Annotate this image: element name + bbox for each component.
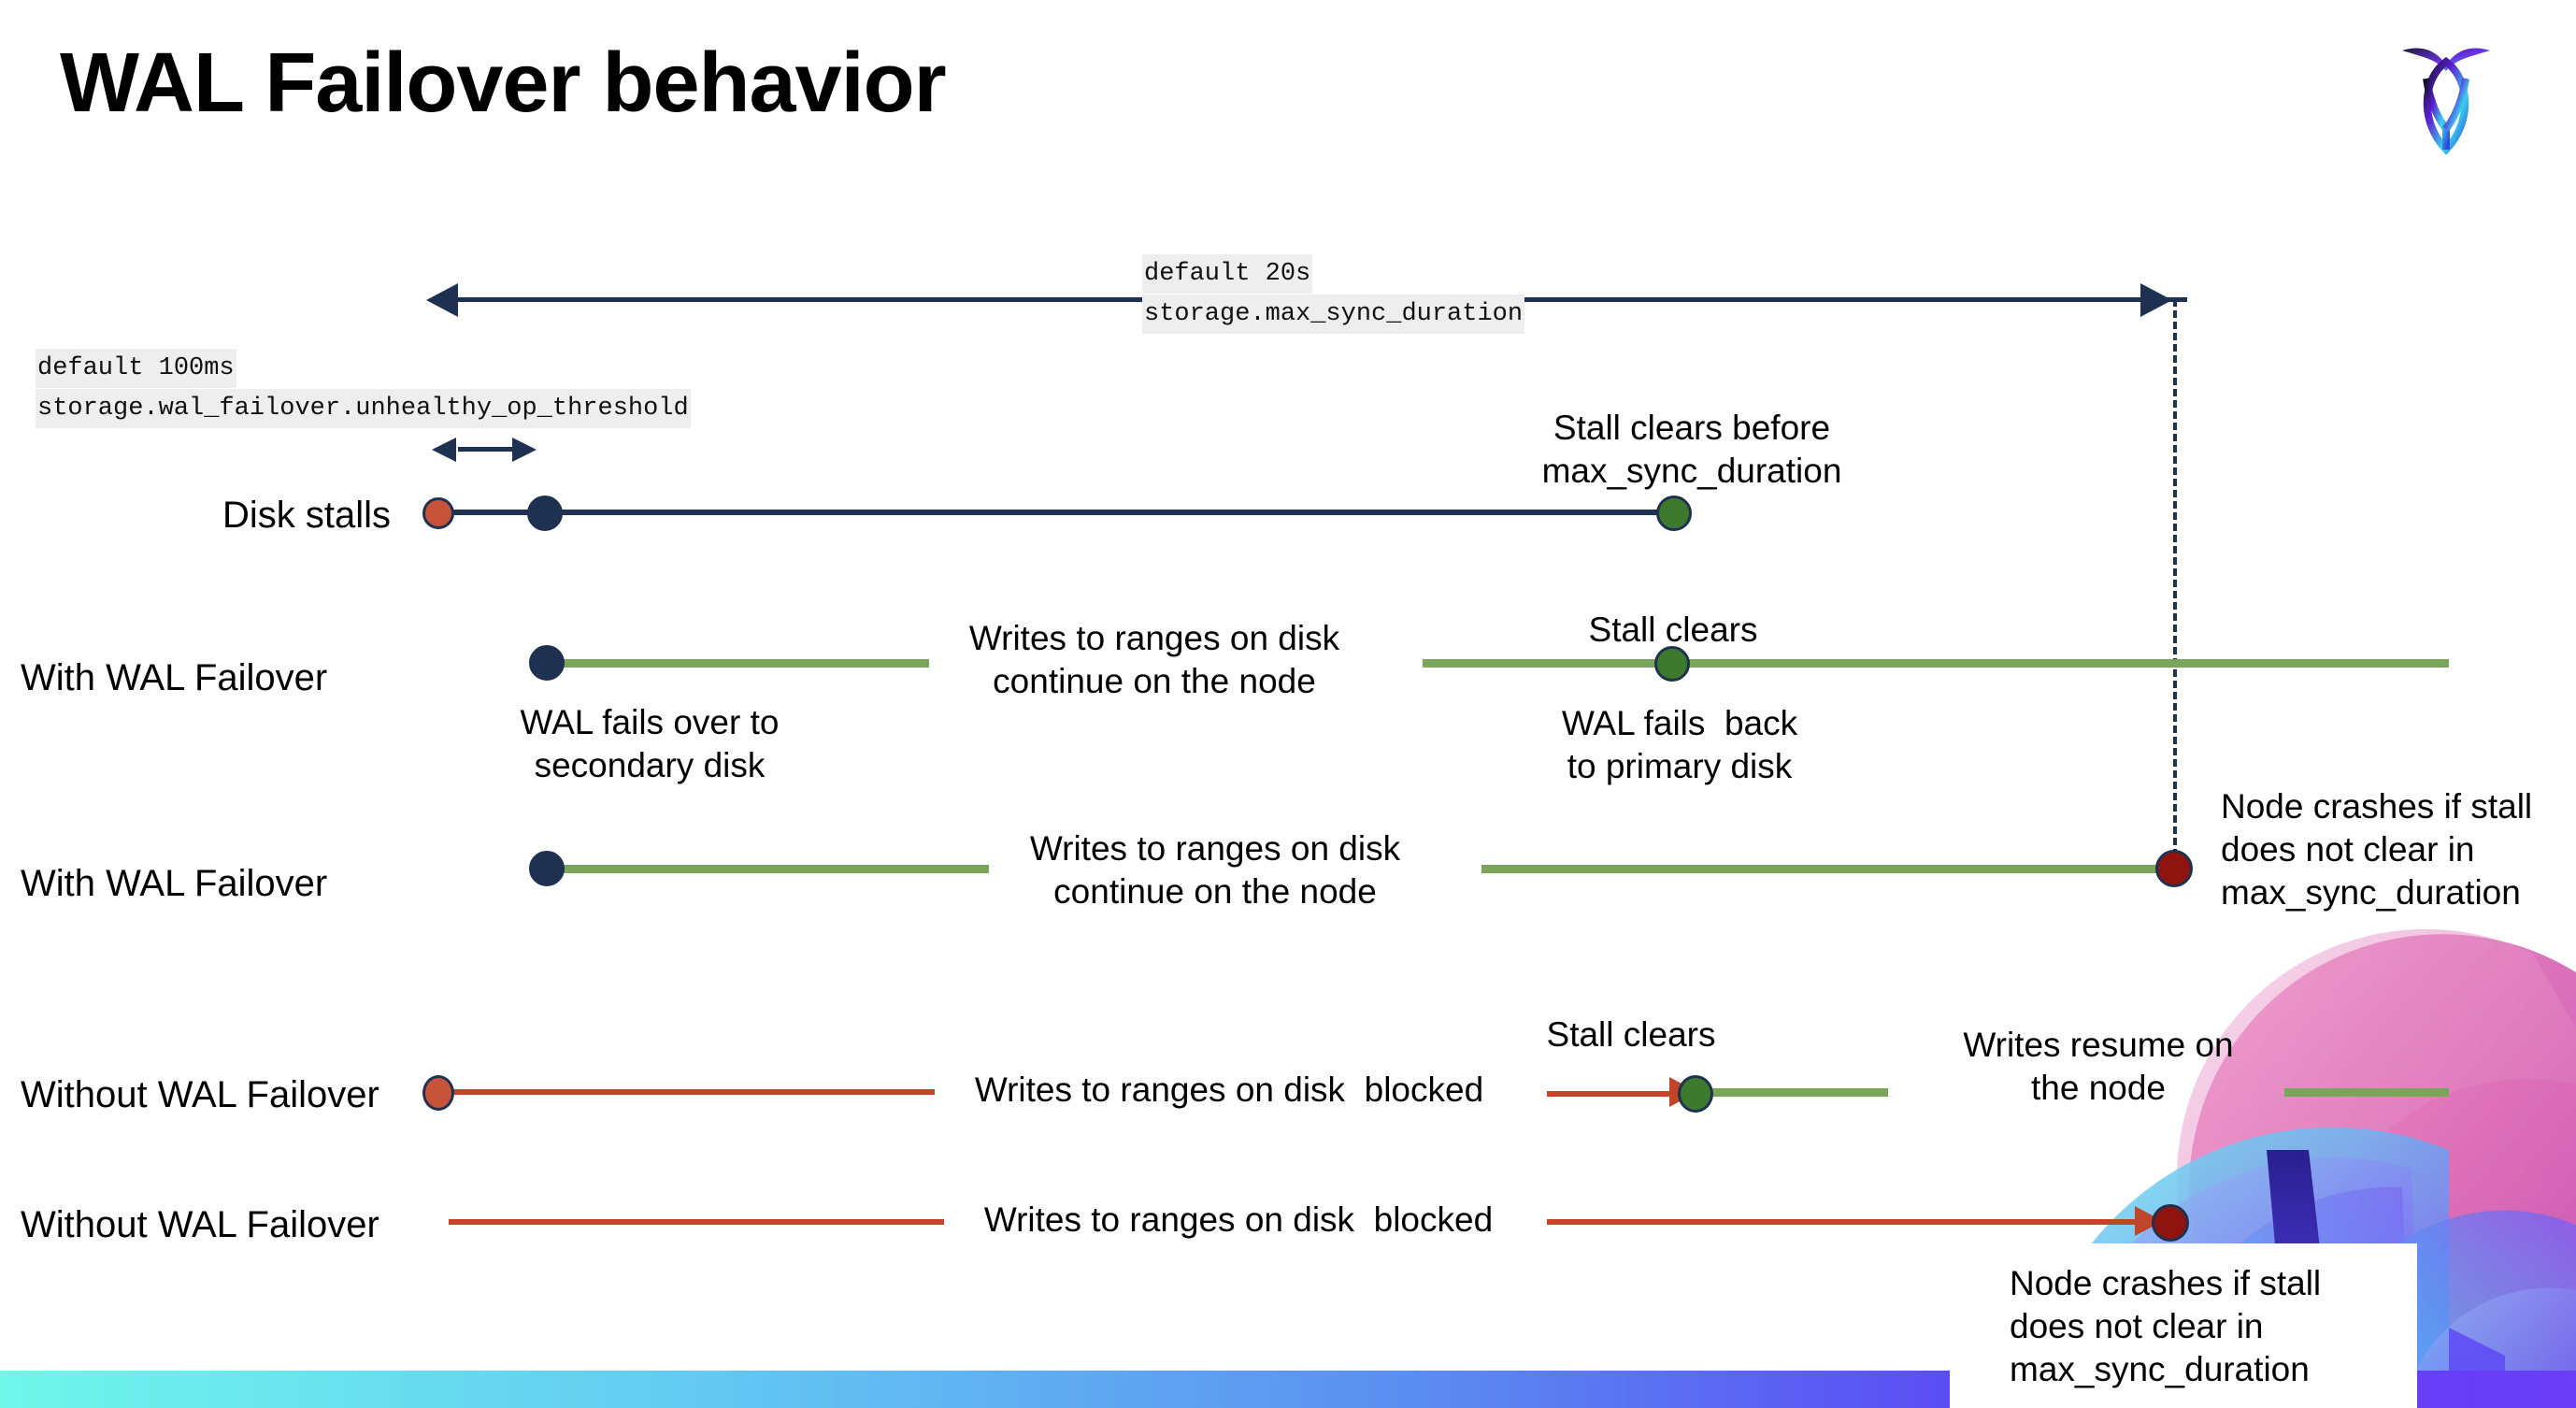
row-label-without-wal-failover-2: Without WAL Failover bbox=[21, 1204, 379, 1245]
note-stall-clears-before: Stall clears before max_sync_duration bbox=[1541, 409, 1842, 490]
node-crash-callout-box bbox=[1950, 1243, 2417, 1408]
note-writes-blocked-1: Writes to ranges on disk blocked bbox=[974, 1070, 1484, 1109]
note-writes-continue-1: Writes to ranges on disk continue on the… bbox=[968, 619, 1340, 700]
max-sync-duration-default: default 20s bbox=[1142, 254, 1313, 294]
stall-clear-dot bbox=[1678, 1075, 1713, 1113]
stall-clear-dot bbox=[1654, 646, 1690, 682]
note-stall-clears-1: Stall clears bbox=[1588, 611, 1758, 649]
arrow-right-icon bbox=[2140, 283, 2172, 317]
note-wal-fails-back: WAL fails back to primary disk bbox=[1561, 704, 1798, 785]
stall-start-dot bbox=[422, 497, 454, 529]
stall-start-dot bbox=[422, 1075, 454, 1111]
note-node-crashes-1: Node crashes if stall does not clear in … bbox=[2221, 787, 2533, 912]
note-writes-blocked-2: Writes to ranges on disk blocked bbox=[983, 1200, 1494, 1239]
note-writes-continue-2: Writes to ranges on disk continue on the… bbox=[1029, 829, 1401, 911]
arrow-left-icon bbox=[426, 283, 458, 317]
arrow-left-icon bbox=[432, 438, 456, 462]
cockroachdb-logo bbox=[2395, 26, 2497, 157]
node-crash-dot bbox=[2155, 850, 2193, 887]
failover-trigger-dot bbox=[527, 496, 563, 531]
row-label-disk-stalls: Disk stalls bbox=[222, 495, 392, 536]
note-node-crashes-2: Node crashes if stall does not clear in … bbox=[2010, 1264, 2322, 1388]
arrow-right-icon bbox=[512, 438, 537, 462]
page-title: WAL Failover behavior bbox=[60, 36, 947, 130]
failover-dot bbox=[529, 645, 565, 681]
failover-dot bbox=[529, 851, 565, 886]
note-wal-fails-over: WAL fails over to secondary disk bbox=[520, 703, 780, 784]
row-label-with-wal-failover-2: With WAL Failover bbox=[21, 863, 328, 904]
row-label-with-wal-failover-1: With WAL Failover bbox=[21, 657, 328, 698]
max-sync-duration-setting: storage.max_sync_duration bbox=[1142, 295, 1525, 334]
max-sync-duration-dropline bbox=[2173, 299, 2177, 879]
unhealthy-op-threshold-setting: storage.wal_failover.unhealthy_op_thresh… bbox=[36, 389, 691, 428]
row-label-without-wal-failover-1: Without WAL Failover bbox=[21, 1074, 379, 1115]
unhealthy-op-threshold-default: default 100ms bbox=[36, 349, 236, 388]
node-crash-dot bbox=[2152, 1204, 2189, 1242]
note-writes-resume: Writes resume on the node bbox=[1963, 1026, 2234, 1107]
stall-clear-dot bbox=[1656, 496, 1692, 531]
note-stall-clears-2: Stall clears bbox=[1546, 1015, 1716, 1054]
